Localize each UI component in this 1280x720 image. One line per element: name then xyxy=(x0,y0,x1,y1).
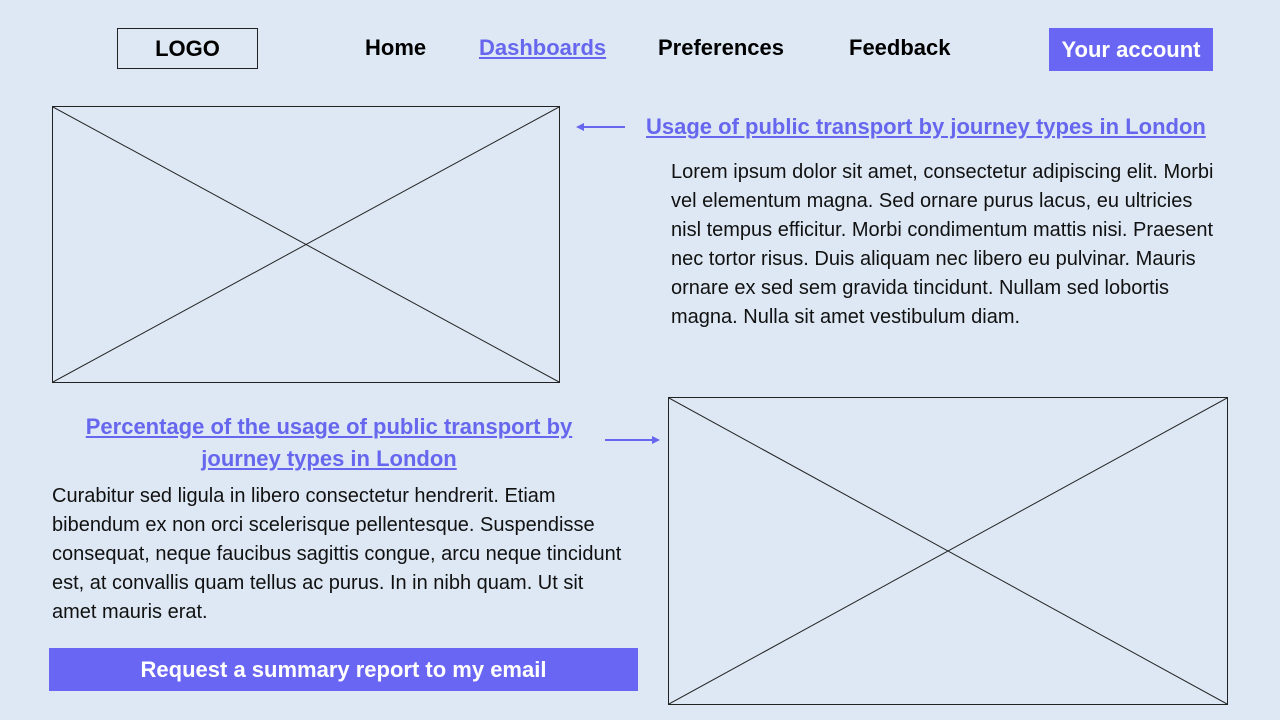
nav-preferences[interactable]: Preferences xyxy=(658,35,784,60)
your-account-button[interactable]: Your account xyxy=(1049,28,1213,71)
request-report-button[interactable]: Request a summary report to my email xyxy=(49,648,638,691)
arrow-right-icon xyxy=(605,436,660,444)
nav-feedback[interactable]: Feedback xyxy=(849,35,951,60)
section1-heading[interactable]: Usage of public transport by journey typ… xyxy=(646,114,1206,139)
logo: LOGO xyxy=(117,28,258,69)
nav-dashboards[interactable]: Dashboards xyxy=(479,35,607,60)
arrow-left-icon xyxy=(576,123,625,131)
placeholder-cross-icon xyxy=(53,107,559,382)
section2-heading[interactable]: Percentage of the usage of public transp… xyxy=(85,414,573,471)
section2-text: Curabitur sed ligula in libero consectet… xyxy=(52,485,622,623)
chart-placeholder-1 xyxy=(52,106,560,383)
chart-placeholder-2 xyxy=(668,397,1228,705)
placeholder-cross-icon xyxy=(669,398,1227,704)
nav-home[interactable]: Home xyxy=(365,35,427,60)
section1-text: Lorem ipsum dolor sit amet, consectetur … xyxy=(671,161,1214,328)
